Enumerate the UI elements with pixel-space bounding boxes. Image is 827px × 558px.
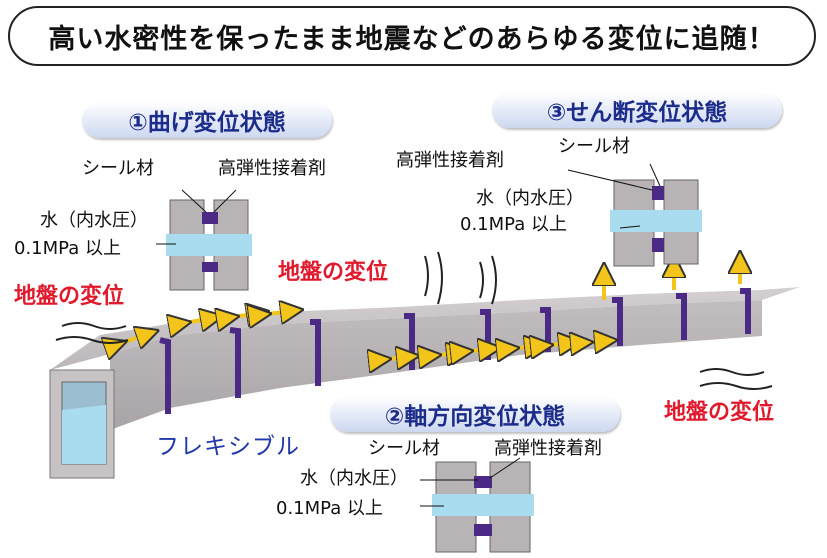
joint-band bbox=[676, 293, 687, 340]
joint-band bbox=[159, 337, 171, 414]
shear-adhesive-label: 高弾性接着剤 bbox=[396, 150, 504, 171]
ground-displacement-center: 地盤の変位 bbox=[278, 260, 389, 285]
joint-band bbox=[310, 319, 321, 386]
sealant bbox=[474, 524, 492, 536]
axial-water-label: 水（内水圧） bbox=[300, 468, 408, 489]
bend-seal-label: シール材 bbox=[82, 158, 154, 179]
bend-water-label: 水（内水圧） bbox=[40, 210, 148, 231]
joint-bands bbox=[159, 288, 751, 414]
axial-adhesive-label: 高弾性接着剤 bbox=[494, 438, 602, 459]
shear-seal-label: シール材 bbox=[558, 136, 630, 157]
sealant bbox=[474, 476, 492, 488]
sealant bbox=[202, 262, 218, 272]
sealant bbox=[202, 212, 218, 224]
joint-band bbox=[612, 297, 623, 346]
sealant bbox=[652, 238, 664, 252]
joint-band bbox=[740, 288, 751, 334]
flexible-label: フレキシブル bbox=[156, 434, 300, 460]
shear-pressure-label: 0.1MPa 以上 bbox=[460, 214, 567, 235]
shear-water-label: 水（内水圧） bbox=[476, 188, 584, 209]
bend-pressure-label: 0.1MPa 以上 bbox=[14, 238, 121, 259]
arrow bbox=[462, 349, 490, 352]
joint-detail-bend bbox=[156, 189, 252, 291]
arrow bbox=[260, 311, 292, 315]
arrow bbox=[542, 343, 570, 346]
arrow bbox=[582, 341, 606, 343]
ground-displacement-left: 地盤の変位 bbox=[14, 284, 125, 309]
bend-adhesive-label: 高弾性接着剤 bbox=[218, 158, 326, 179]
culvert-inner-water bbox=[62, 405, 106, 464]
headline-banner: 高い水密性を保ったまま地震などのあらゆる変位に追随！ bbox=[8, 6, 816, 66]
vibration-lines bbox=[55, 251, 773, 390]
headline-text: 高い水密性を保ったまま地震などのあらゆる変位に追随！ bbox=[48, 23, 776, 55]
sealant bbox=[652, 186, 664, 200]
arrow bbox=[380, 357, 408, 360]
arrow bbox=[116, 334, 148, 345]
bend-state-title: ①曲げ変位状態 bbox=[82, 102, 332, 138]
axial-seal-label: シール材 bbox=[368, 438, 440, 459]
displacement-arrows bbox=[116, 262, 740, 360]
axial-state-title: ②軸方向変位状態 bbox=[330, 396, 620, 432]
arrow bbox=[180, 318, 212, 324]
axial-pressure-label: 0.1MPa 以上 bbox=[276, 498, 383, 519]
joint-detail-shear bbox=[567, 163, 702, 267]
shear-state-title: ③せん断変位状態 bbox=[492, 92, 782, 128]
joint-detail-axial bbox=[420, 457, 534, 553]
ground-displacement-right: 地盤の変位 bbox=[664, 400, 775, 425]
